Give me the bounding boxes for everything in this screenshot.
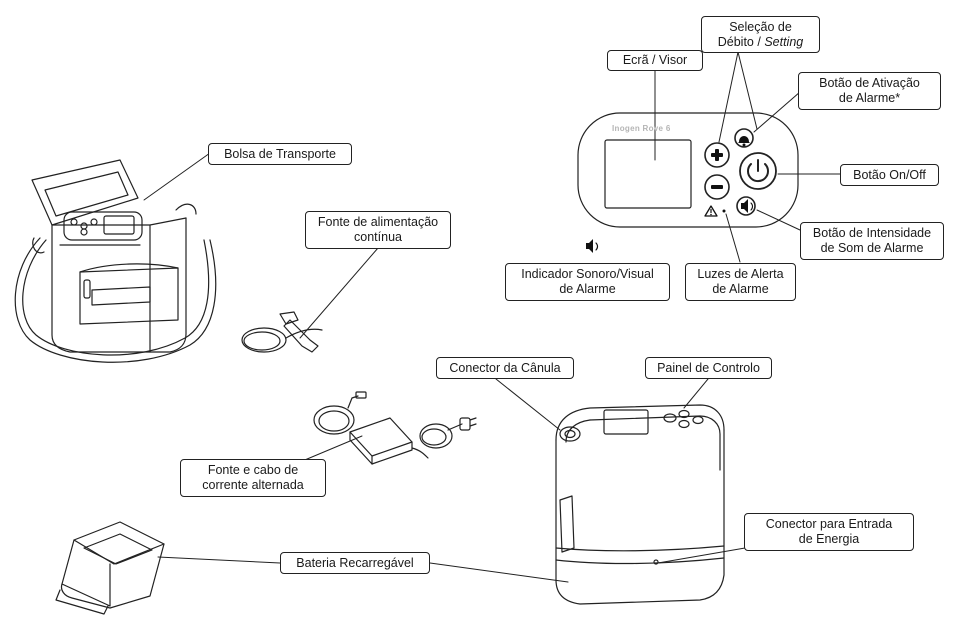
carrying-bag-illustration	[14, 159, 217, 363]
label-alarm-indicator: Indicador Sonoro/Visual de Alarme	[505, 263, 670, 301]
control-panel-closeup	[577, 112, 799, 228]
device-brand-text: Inogen Rove 6	[612, 124, 671, 133]
label-ac-power-supply: Fonte e cabo de corrente alternada	[180, 459, 326, 497]
dc-power-cable-illustration	[241, 311, 323, 353]
label-control-panel: Painel de Controlo	[645, 357, 772, 379]
leader-lines	[143, 51, 841, 583]
warning-icon	[704, 205, 718, 217]
label-rechargeable-battery: Bateria Recarregável	[280, 552, 430, 574]
label-flow-setting: Seleção de Débito / Setting	[701, 16, 820, 53]
label-on-off-button: Botão On/Off	[840, 164, 939, 186]
battery-illustration	[55, 521, 165, 615]
label-alarm-activation-button: Botão de Ativação de Alarme*	[798, 72, 941, 110]
indicator-speaker-icon	[586, 239, 593, 253]
bell-icon	[738, 136, 750, 143]
label-alarm-alert-lights: Luzes de Alerta de Alarme	[685, 263, 796, 301]
ac-power-adapter-illustration	[313, 391, 477, 465]
speaker-icon	[741, 199, 748, 213]
concentrator-illustration	[555, 404, 725, 605]
minus-icon	[711, 185, 723, 189]
label-alarm-volume-button: Botão de Intensidade de Som de Alarme	[800, 222, 944, 260]
label-carrying-bag: Bolsa de Transporte	[208, 143, 352, 165]
label-cannula-connector: Conector da Cânula	[436, 357, 574, 379]
label-dc-power-supply: Fonte de alimentação contínua	[305, 211, 451, 249]
control-panel-symbols	[586, 136, 754, 253]
label-screen: Ecrã / Visor	[607, 50, 703, 71]
label-power-input-connector: Conector para Entrada de Energia	[744, 513, 914, 551]
